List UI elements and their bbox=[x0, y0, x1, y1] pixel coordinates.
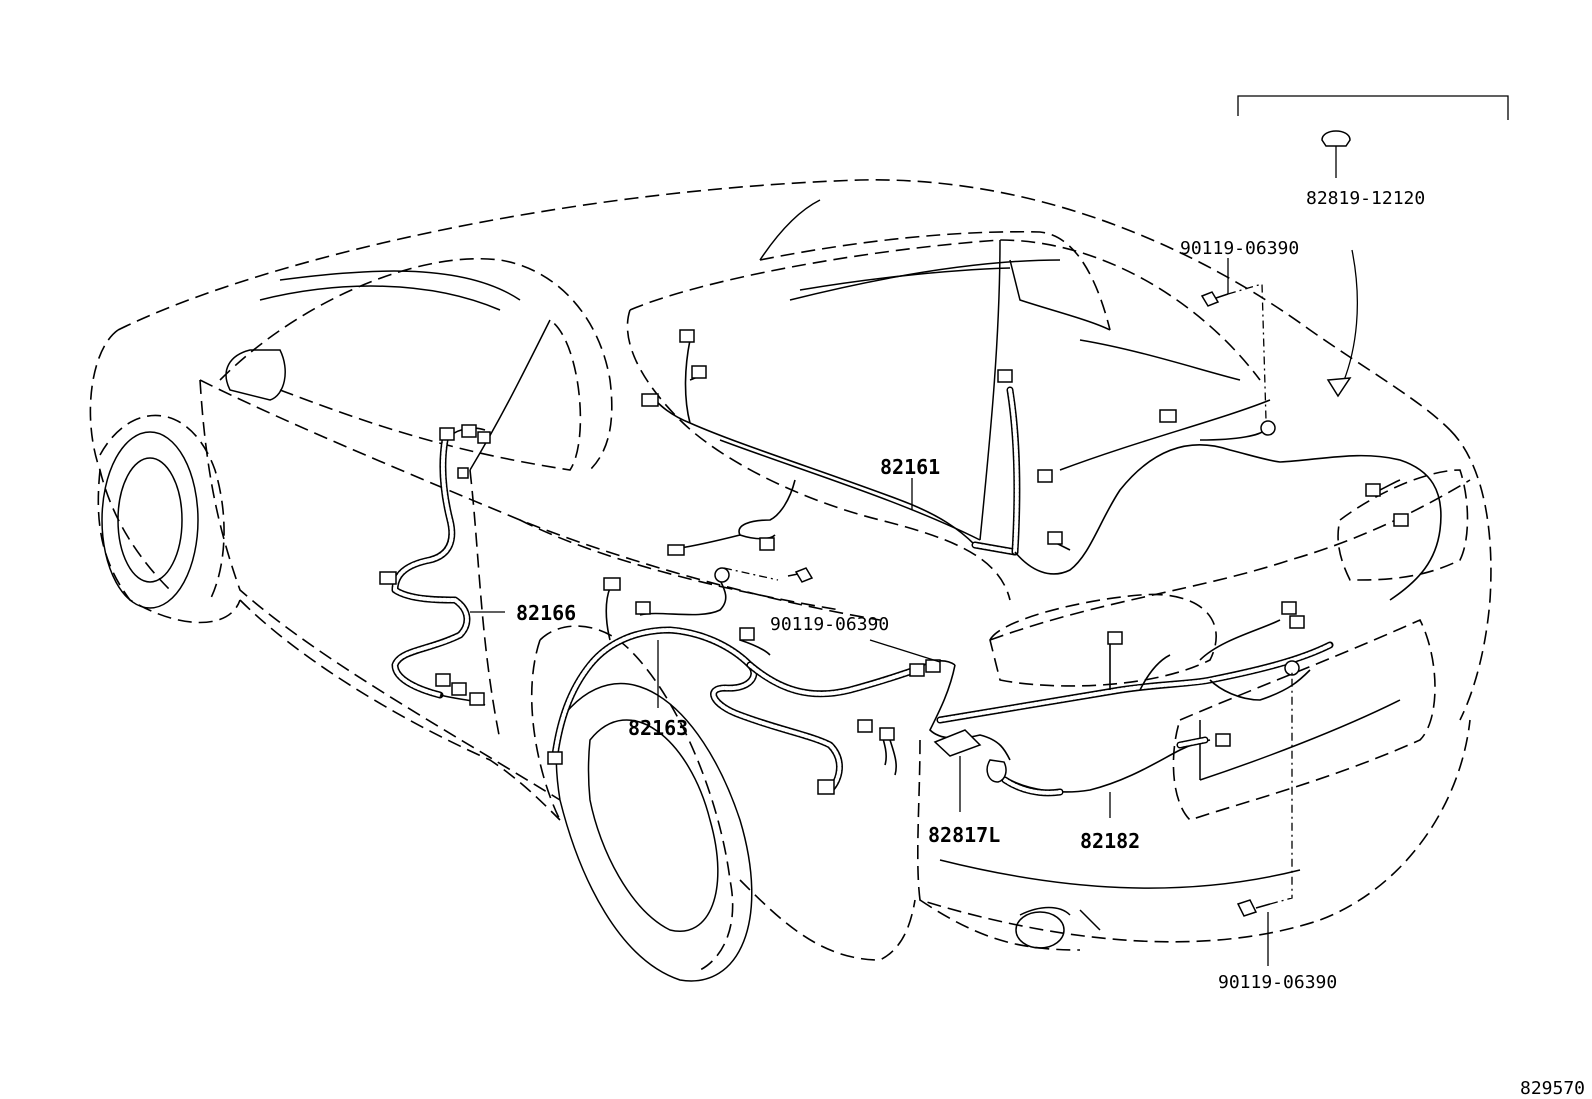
label-82817L: 82817L bbox=[928, 823, 1000, 847]
label-82182: 82182 bbox=[1080, 829, 1140, 853]
label-bolt-mid: 90119-06390 bbox=[770, 614, 889, 635]
label-82163: 82163 bbox=[628, 716, 688, 740]
harness-82161 bbox=[641, 329, 1442, 601]
bolt-top-icon bbox=[1200, 283, 1267, 421]
car-body-outline bbox=[89, 179, 1492, 982]
harness-82163 bbox=[547, 567, 956, 795]
label-82166: 82166 bbox=[516, 601, 576, 625]
label-82161: 82161 bbox=[880, 455, 940, 479]
detail-arrow bbox=[1339, 249, 1358, 391]
label-bolt-bottom: 90119-06390 bbox=[1218, 972, 1337, 993]
detail-bracket bbox=[1237, 95, 1509, 120]
bolt-mid-icon bbox=[723, 567, 814, 583]
label-bolt-top: 90119-06390 bbox=[1180, 238, 1299, 259]
harness-82166 bbox=[379, 424, 491, 706]
drawing-number: 829570 bbox=[1520, 1078, 1585, 1099]
label-82819-12120: 82819-12120 bbox=[1306, 188, 1425, 209]
harness-82182 bbox=[857, 601, 1334, 797]
grommet-82819-icon bbox=[1321, 130, 1351, 178]
bolt-bottom-icon bbox=[1236, 672, 1293, 917]
leader-bolt-mid bbox=[869, 639, 941, 663]
detail-arrowhead bbox=[1326, 377, 1352, 398]
